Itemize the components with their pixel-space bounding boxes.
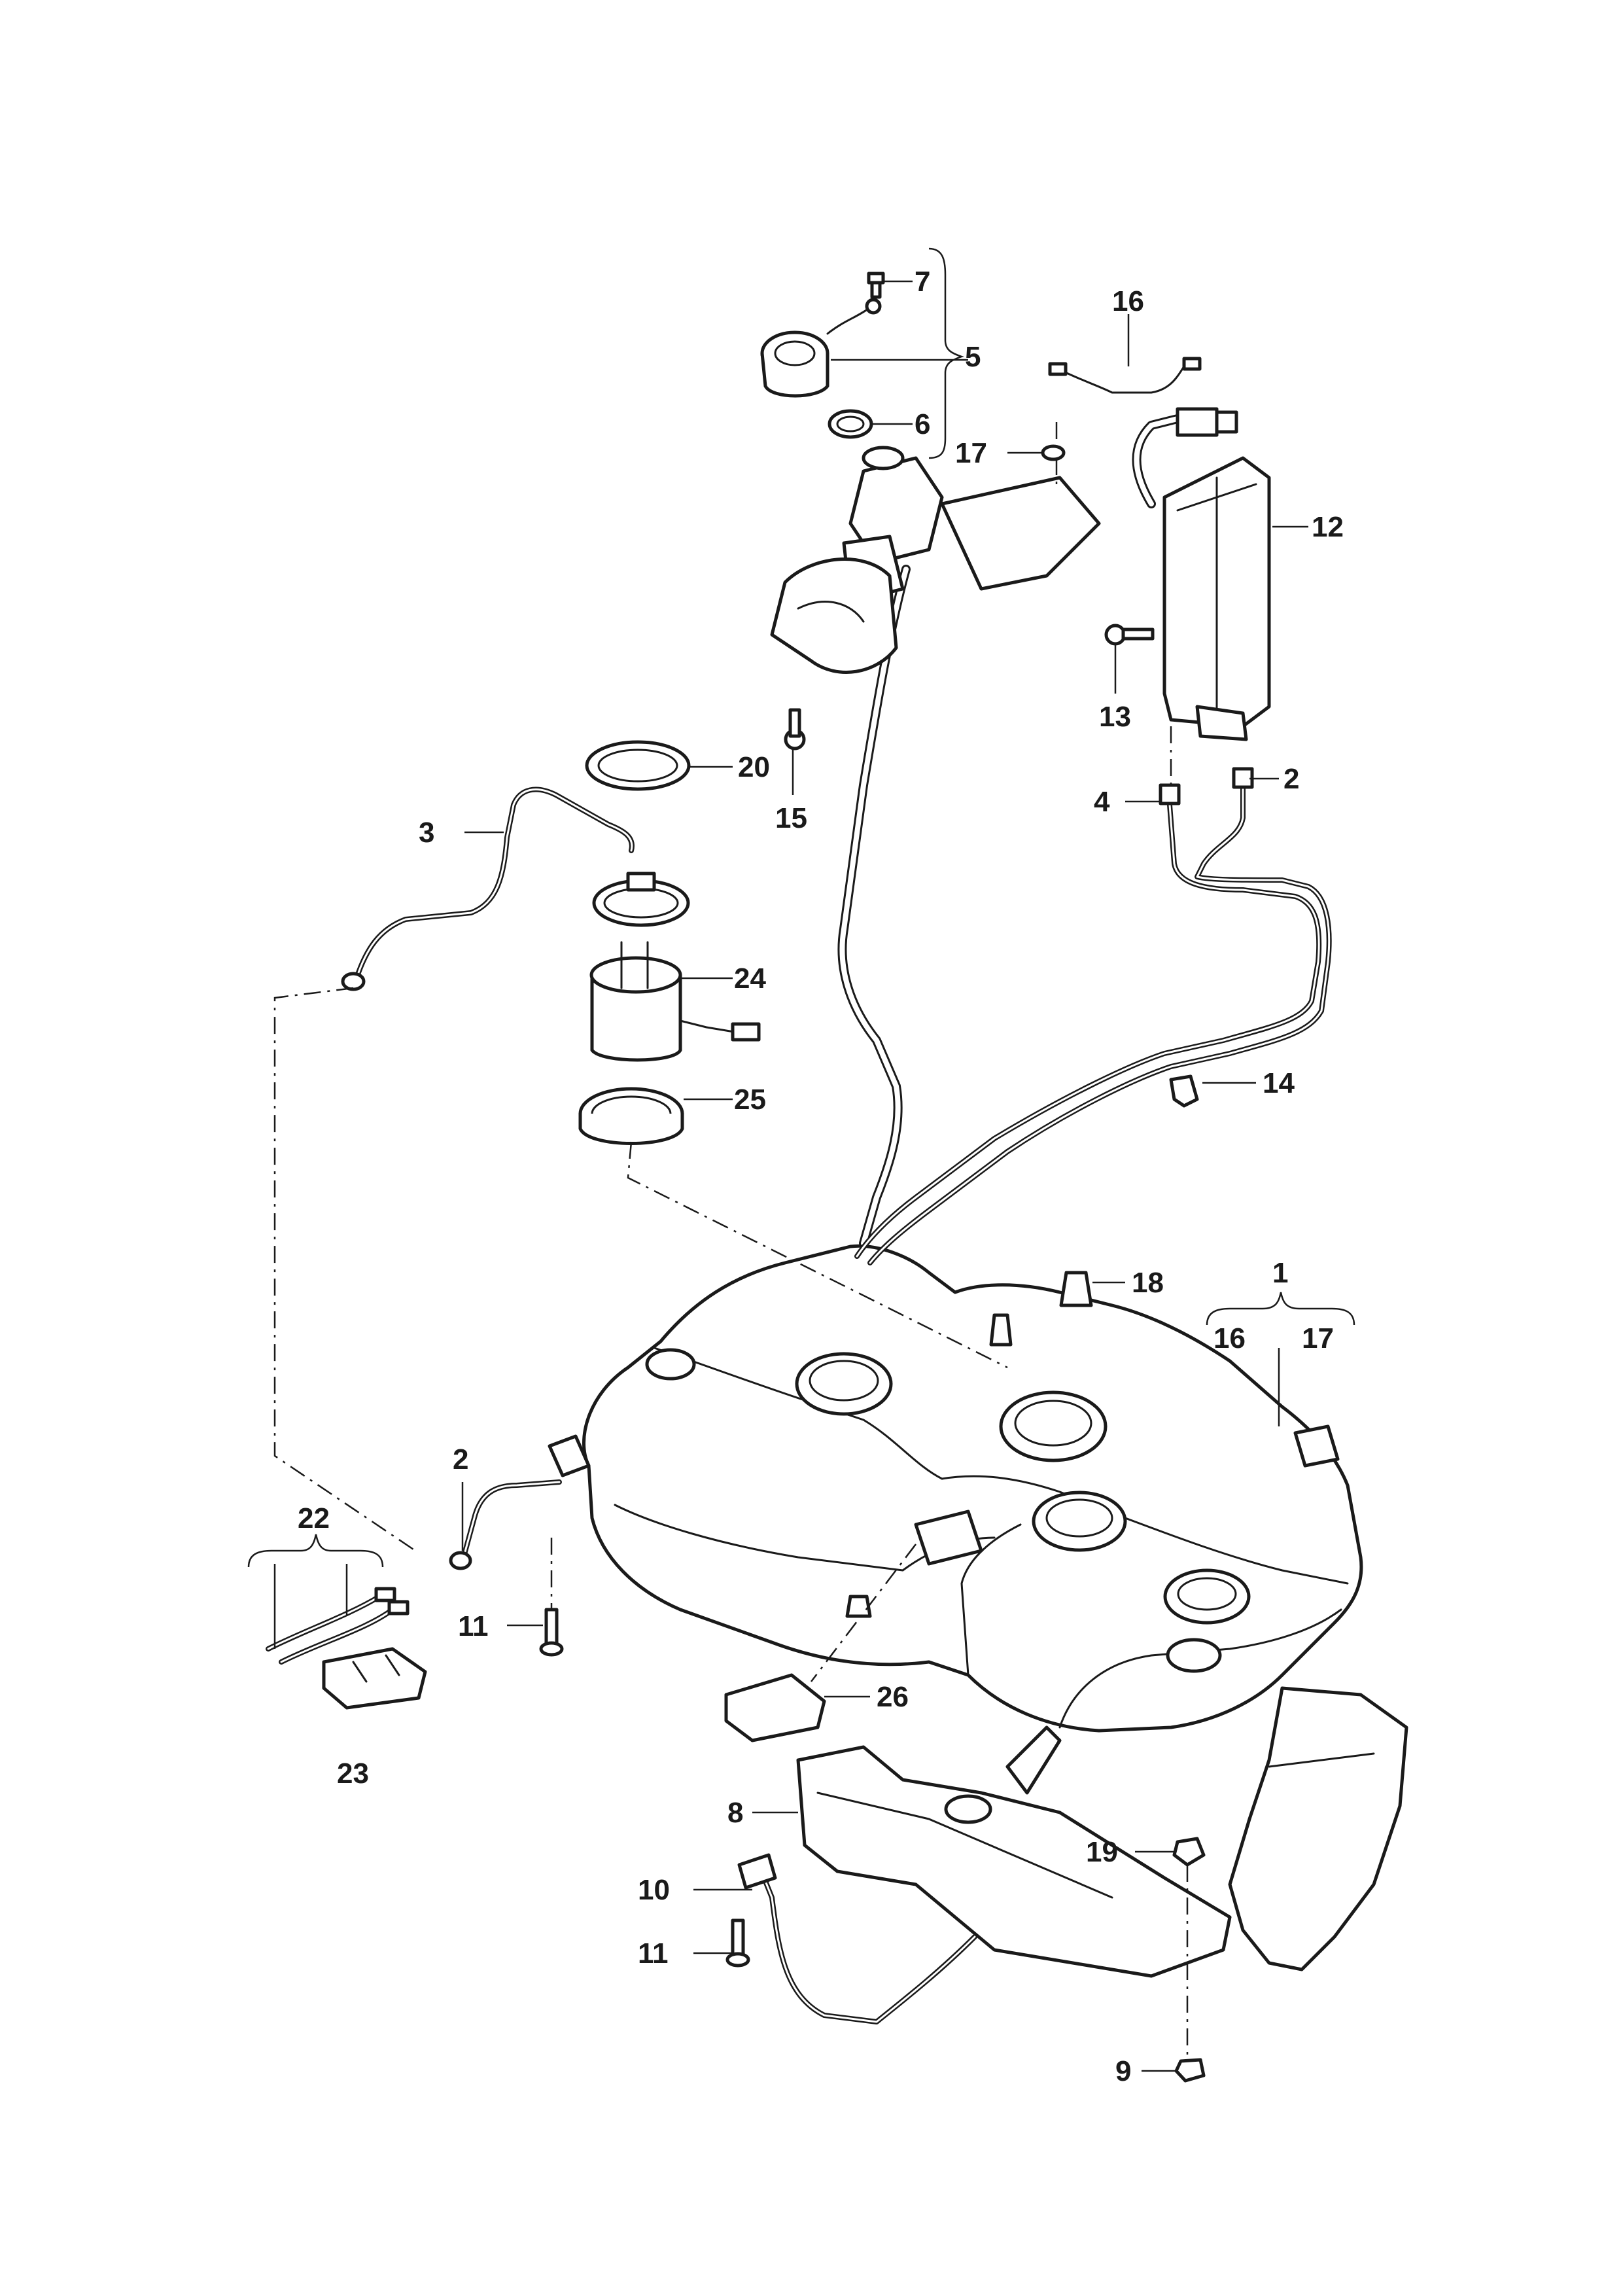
label-22: 22 [298,1502,330,1534]
cap-seal-ring [828,409,873,439]
brace-1 [1206,1292,1355,1326]
fuel-line-3 [341,786,635,991]
bolt-13 [1104,624,1155,646]
label-18: 18 [1132,1267,1164,1299]
label-25: 25 [734,1084,766,1116]
grommet-17 [1041,444,1066,461]
label-16-top: 16 [1112,285,1144,317]
label-17-top: 17 [955,437,987,469]
bolt-11-bottom [725,1918,750,1968]
label-11-left: 11 [458,1610,489,1642]
label-24: 24 [734,963,766,995]
nut-9 [1174,2058,1206,2083]
label-2-left: 2 [453,1443,468,1475]
label-4: 4 [1094,786,1110,818]
cap-18 [1059,1271,1093,1307]
label-8: 8 [727,1797,743,1829]
label-13: 13 [1099,701,1131,733]
bracket-23 [322,1647,427,1710]
assembly-lines [273,422,1189,2061]
brace-22 [247,1534,384,1649]
cap-retaining-cord [826,298,882,335]
label-9: 9 [1115,2055,1131,2087]
label-20: 20 [738,751,770,783]
fuel-line-2-left [449,1479,562,1570]
filler-neck [770,446,1101,1248]
lines-22 [266,1587,410,1665]
carbon-canister [1132,407,1271,741]
heat-shield [1228,1686,1408,1971]
fuel-cap [760,330,829,398]
cable-16 [1048,357,1202,394]
fuel-pump-module [589,872,761,1062]
brace-5 [928,247,964,459]
label-14: 14 [1263,1067,1295,1099]
label-19: 19 [1086,1836,1118,1868]
label-12: 12 [1312,511,1344,543]
fuel-tank [548,1244,1363,1733]
pump-seal-25 [578,1087,684,1145]
screw-7 [867,272,885,299]
label-7: 7 [915,266,930,298]
part-number-labels: 7 5 6 16 17 12 13 2 4 20 15 3 24 25 14 1… [298,266,1344,2087]
vent-lines-2-4 [854,767,1332,1265]
label-6: 6 [915,408,930,440]
label-11-bottom: 11 [638,1937,669,1969]
label-16-group: 16 [1213,1322,1246,1354]
retainer-26 [724,1673,826,1742]
strap-10 [737,1853,977,2024]
nut-19 [1172,1837,1206,1867]
label-23: 23 [337,1757,369,1790]
label-3: 3 [419,817,434,849]
label-26: 26 [877,1681,909,1713]
clip-14 [1169,1074,1199,1108]
locking-ring-20 [585,740,691,791]
label-5: 5 [965,341,981,373]
bolt-15 [784,708,806,751]
bolt-11-left [539,1608,564,1657]
label-10: 10 [638,1874,670,1906]
label-2-top: 2 [1283,763,1299,795]
label-1: 1 [1272,1257,1288,1289]
leader-lines [461,280,1308,2072]
label-15: 15 [775,802,807,834]
label-17-group: 17 [1302,1322,1334,1354]
